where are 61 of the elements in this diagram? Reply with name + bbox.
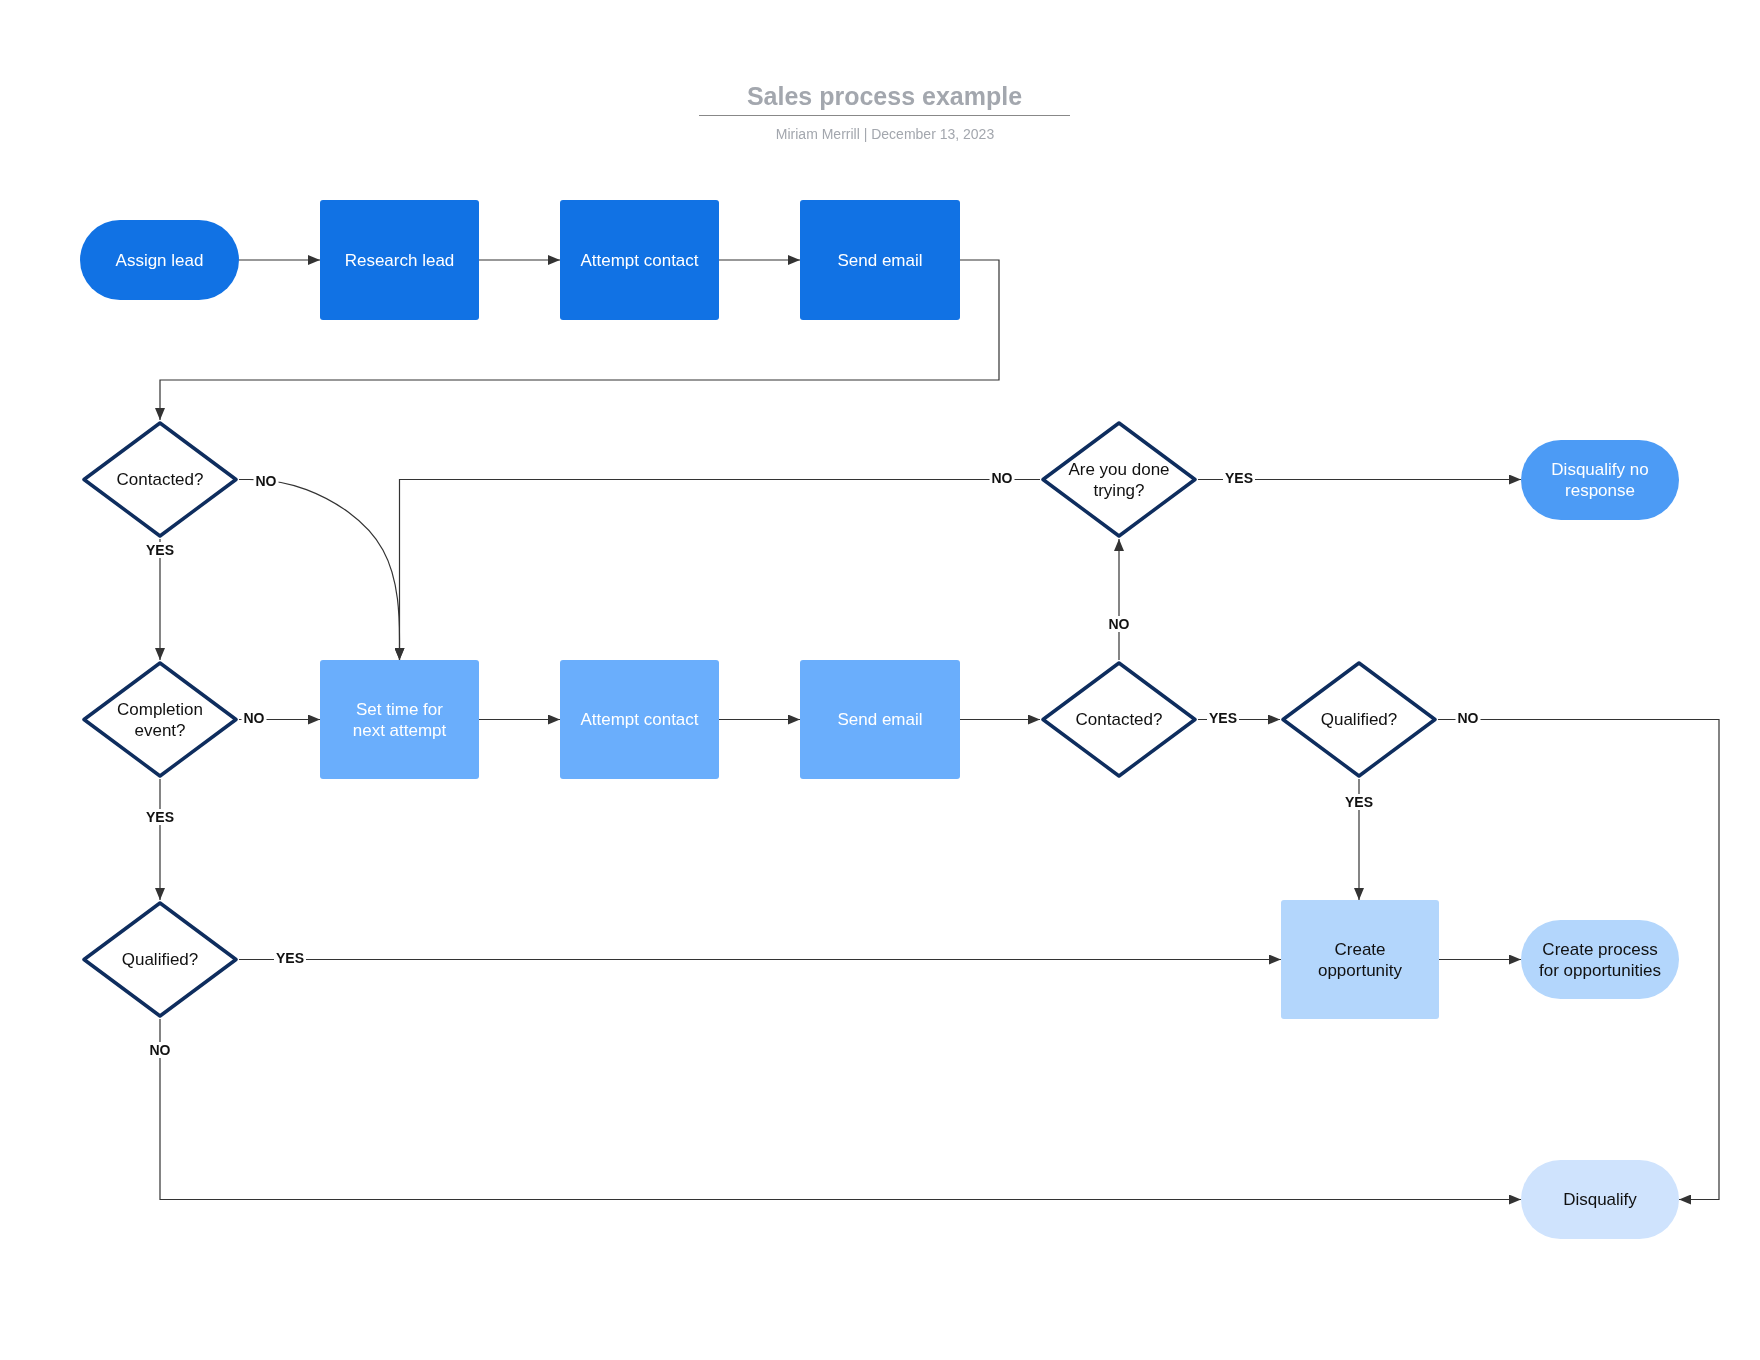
process-box xyxy=(800,200,960,320)
arrow xyxy=(478,255,561,265)
arrow xyxy=(238,954,1282,965)
edge-label: YES xyxy=(1343,794,1375,810)
process-box xyxy=(560,200,719,320)
arrow xyxy=(959,714,1041,725)
node-label: Disqualify no response xyxy=(1550,459,1650,501)
node-label: Contacted? xyxy=(1075,709,1163,730)
edge-label: YES xyxy=(1207,710,1239,726)
process-box xyxy=(320,660,479,779)
arrow xyxy=(1354,778,1364,901)
process-box xyxy=(1281,900,1439,1019)
node-label: Attempt contact xyxy=(580,249,699,271)
arrow xyxy=(159,1018,1522,1205)
node-label: Set time for next attempt xyxy=(351,698,448,741)
decision-diamond xyxy=(1040,420,1198,539)
decision-diamond xyxy=(1280,660,1438,779)
node-label: Send email xyxy=(837,249,923,271)
diagram-title: Sales process example xyxy=(699,82,1070,116)
arrow xyxy=(238,255,321,265)
arrow xyxy=(1114,538,1124,661)
decision-diamond xyxy=(81,660,239,779)
node-label: Create opportunity xyxy=(1316,938,1404,981)
arrow xyxy=(718,255,801,265)
process-box xyxy=(560,660,719,779)
process-box xyxy=(800,660,960,779)
edge-label: YES xyxy=(1223,470,1255,486)
arrow xyxy=(155,778,165,901)
edge-label: NO xyxy=(241,710,267,726)
edge-label: NO xyxy=(1106,616,1132,632)
arrow xyxy=(718,714,801,725)
node-label: Qualified? xyxy=(1320,709,1398,730)
node-label: Completion event? xyxy=(116,698,204,741)
byline: Miriam Merrill | December 13, 2023 xyxy=(774,126,996,142)
node-label: Disqualify xyxy=(1563,1189,1637,1210)
edge-label: YES xyxy=(274,950,306,966)
edge-label: NO xyxy=(147,1042,173,1058)
edge-label: YES xyxy=(144,542,176,558)
edge-label: YES xyxy=(144,809,176,825)
node-label: Create process for opportunities xyxy=(1538,938,1662,981)
node-label: Contacted? xyxy=(116,469,204,490)
node-label: Send email xyxy=(837,709,923,730)
node-label: Assign lead xyxy=(115,249,204,271)
node-label: Qualified? xyxy=(121,949,199,970)
node-label: Attempt contact xyxy=(580,709,699,730)
decision-diamond xyxy=(81,900,239,1019)
edge-label: NO xyxy=(253,473,279,489)
process-box xyxy=(320,200,479,320)
decision-diamond xyxy=(1040,660,1198,779)
arrow xyxy=(1437,718,1720,1205)
edge-label: NO xyxy=(989,470,1015,486)
arrow xyxy=(394,478,1041,661)
node-label: Are you done trying? xyxy=(1067,458,1171,501)
arrow xyxy=(155,259,1000,421)
arrow xyxy=(478,714,561,725)
edge-label: NO xyxy=(1455,710,1481,726)
decision-diamond xyxy=(81,420,239,539)
arrow xyxy=(1438,954,1522,965)
arrow xyxy=(1197,474,1522,485)
arrow xyxy=(155,538,165,661)
node-label: Research lead xyxy=(344,249,455,271)
